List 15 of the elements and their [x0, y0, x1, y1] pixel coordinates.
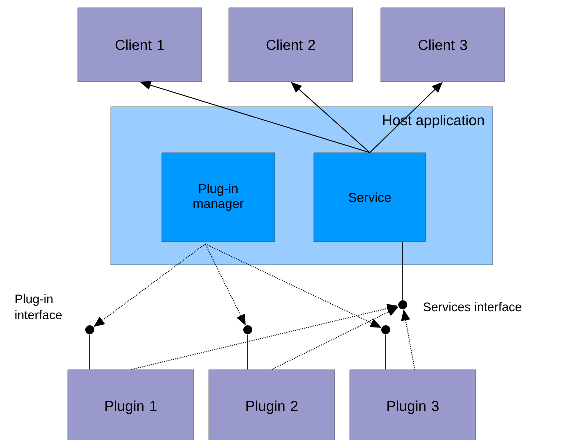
connector-line	[402, 242, 404, 301]
interface-label: Plug-in interface	[16, 294, 62, 320]
interface-dot	[244, 326, 252, 334]
interface-dot	[398, 300, 408, 310]
component-box: Client 1	[78, 8, 202, 82]
interface-label: Services interface	[424, 302, 522, 312]
interface-dot	[86, 326, 94, 334]
component-box: Client 2	[228, 8, 354, 82]
interface-dot	[382, 326, 390, 334]
component-box: Plugin 1	[68, 370, 194, 440]
component-box: Service	[314, 152, 426, 242]
component-box: Plugin 3	[350, 370, 476, 440]
component-box: Plug-in manager	[162, 152, 276, 242]
component-box: Plugin 2	[208, 370, 336, 440]
component-box: Client 3	[380, 8, 506, 82]
